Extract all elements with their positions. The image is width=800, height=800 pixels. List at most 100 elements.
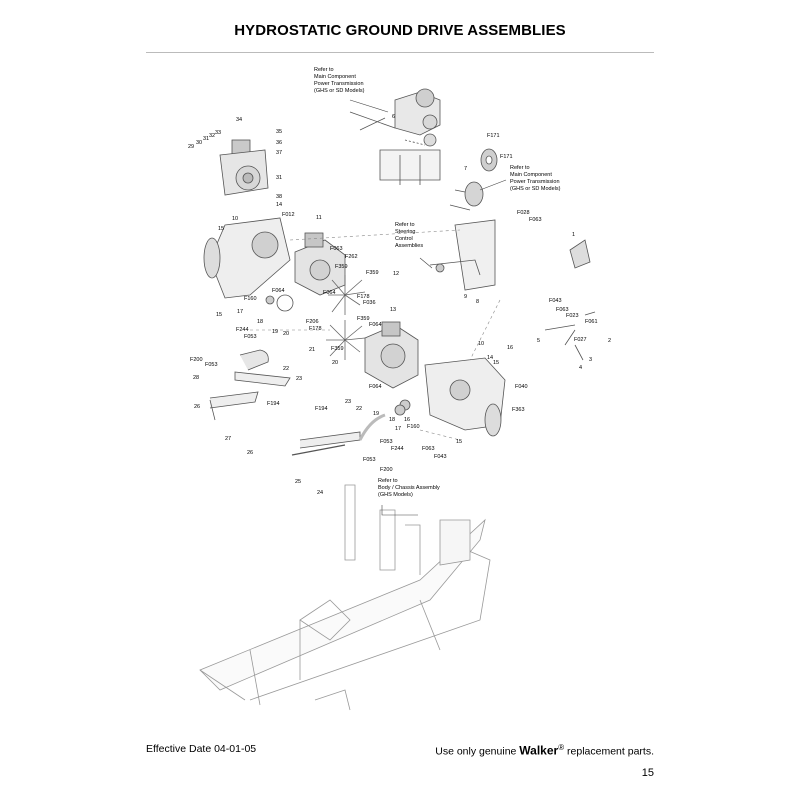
brand-name: Walker: [519, 743, 559, 758]
part-label: F061: [585, 319, 598, 325]
part-label: 19: [373, 411, 379, 417]
part-label: F359: [366, 270, 379, 276]
part-label: 27: [225, 436, 231, 442]
part-label: 17: [237, 309, 243, 315]
part-label: F028: [517, 210, 530, 216]
part-label: 7: [464, 166, 467, 172]
part-label: 11: [316, 215, 322, 221]
part-label: F036: [363, 300, 376, 306]
part-label: 14: [487, 355, 493, 361]
page-title: HYDROSTATIC GROUND DRIVE ASSEMBLIES: [234, 22, 566, 39]
part-label: 22: [283, 366, 289, 372]
part-label: 15: [216, 312, 222, 318]
part-label: F244: [236, 327, 249, 333]
part-label: 12: [393, 271, 399, 277]
part-label: F244: [391, 446, 404, 452]
part-label: F160: [244, 296, 257, 302]
page-number: 15: [641, 767, 654, 779]
part-label: 23: [345, 399, 351, 405]
part-label: 18: [257, 319, 263, 325]
part-label: 20: [332, 360, 338, 366]
part-label: 20: [283, 331, 289, 337]
notice-prefix: Use only genuine: [435, 745, 517, 758]
cooling-fan-illustration: [326, 320, 366, 360]
part-label: F194: [267, 401, 280, 407]
part-label: F063: [422, 446, 435, 452]
effective-date: Effective Date 04-01-05: [146, 743, 257, 755]
hydro-unit-lower-illustration: [364, 321, 419, 389]
part-label: 22: [356, 406, 362, 412]
callout-leaders: [349, 99, 507, 516]
part-label: F053: [244, 334, 257, 340]
part-label: 37: [276, 150, 282, 156]
exploded-guide-lines: [250, 229, 501, 441]
callout-power-transmission-top: Refer to Main Component Power Transmissi…: [314, 67, 365, 94]
part-label: F063: [529, 217, 542, 223]
part-label: F063: [556, 307, 569, 313]
part-label: 29: [188, 144, 194, 150]
part-label: 14: [276, 202, 282, 208]
part-label: 16: [507, 345, 513, 351]
steering-bracket-illustration: [429, 219, 496, 291]
part-label: 8: [476, 299, 479, 305]
part-label: 31: [276, 175, 282, 181]
gearbox-illustration: [349, 88, 441, 185]
part-number-labels: 34 35 36 37 31 38 14 29 30 31 32 33 6 F1…: [188, 114, 611, 496]
part-label: 3: [589, 357, 592, 363]
genuine-parts-notice: Use only genuine Walker® replacement par…: [435, 743, 654, 758]
notice-suffix: replacement parts.: [567, 745, 654, 758]
part-label: F012: [282, 212, 295, 218]
part-label: 16: [404, 417, 410, 423]
linkage-parts-illustration: [544, 239, 596, 361]
part-label: 34: [236, 117, 242, 123]
part-label: F359: [331, 346, 344, 352]
part-label: F178: [357, 294, 370, 300]
reference-callouts: Refer to Main Component Power Transmissi…: [314, 67, 561, 498]
part-label: 19: [272, 329, 278, 335]
part-label: F064: [369, 384, 382, 390]
part-label: F027: [574, 337, 587, 343]
part-label: F064: [323, 290, 336, 296]
part-label: F063: [330, 246, 343, 252]
part-label: 26: [194, 404, 200, 410]
callout-steering-control: Refer to Steering Control Assemblies: [395, 222, 423, 249]
part-label: 1: [572, 232, 575, 238]
part-label: 30: [196, 140, 202, 146]
part-label: 25: [295, 479, 301, 485]
part-label: F200: [380, 467, 393, 473]
part-label: F178: [309, 326, 322, 332]
registered-mark: ®: [558, 743, 565, 752]
part-label: 28: [193, 375, 199, 381]
part-label: 10: [478, 341, 484, 347]
part-label: 10: [232, 216, 238, 222]
chassis-frame-illustration: [199, 484, 491, 711]
part-label: F040: [515, 384, 528, 390]
part-label: 26: [247, 450, 253, 456]
title-divider: [146, 52, 654, 53]
part-label: F200: [190, 357, 203, 363]
part-label: F194: [315, 406, 328, 412]
part-label: 2: [608, 338, 611, 344]
part-label: 33: [215, 130, 221, 136]
left-gear-housing-illustration: [203, 217, 294, 312]
part-label: F053: [363, 457, 376, 463]
part-label: 38: [276, 194, 282, 200]
part-label: F043: [434, 454, 447, 460]
right-gear-housing-illustration: [399, 357, 506, 437]
part-label: F043: [549, 298, 562, 304]
part-label: F262: [345, 254, 358, 260]
part-label: 9: [464, 294, 467, 300]
callout-power-transmission-right: Refer to Main Component Power Transmissi…: [510, 165, 561, 192]
part-label: 35: [276, 129, 282, 135]
part-label: F160: [407, 424, 420, 430]
part-label: F053: [380, 439, 393, 445]
part-label: F359: [357, 316, 370, 322]
part-label: 31: [203, 136, 209, 142]
part-label: F064: [272, 288, 285, 294]
axle-shafts-illustration: [209, 349, 406, 456]
part-label: 23: [296, 376, 302, 382]
part-label: F363: [512, 407, 525, 413]
part-label: 18: [389, 417, 395, 423]
pump-upper-illustration: [219, 139, 269, 196]
